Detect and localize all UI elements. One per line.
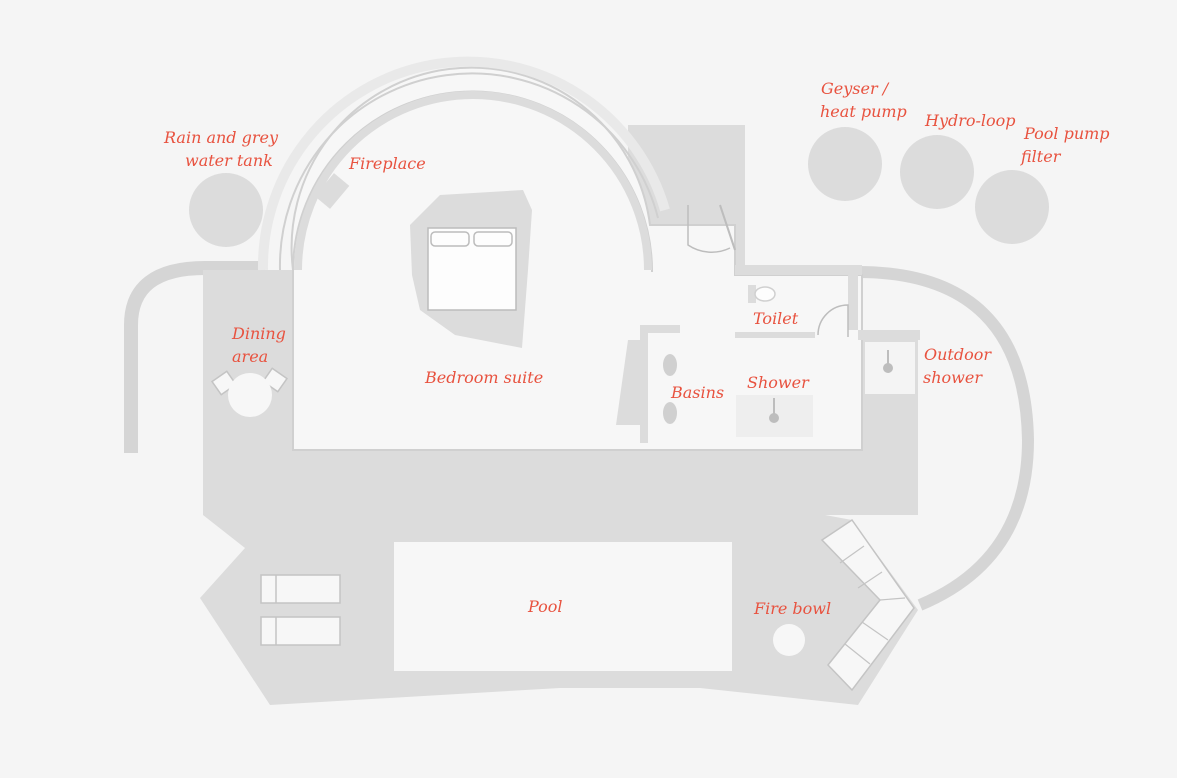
dining-table — [228, 373, 272, 417]
lounger-1 — [260, 574, 341, 604]
sofa-seam-2 — [857, 571, 883, 589]
label-geyser-line1: Geyser / — [821, 79, 890, 98]
curved-garden-wall-right — [857, 266, 1035, 611]
toilet-door — [817, 304, 849, 337]
rain-grey-water-tank — [189, 173, 263, 247]
bathroom-wall-top — [735, 265, 862, 275]
curved-garden-wall-left — [124, 261, 265, 453]
toilet-seat — [754, 286, 776, 302]
pillow-left — [430, 231, 470, 247]
deck — [203, 270, 918, 515]
label-fire-bowl: Fire bowl — [753, 599, 831, 618]
bedroom-room — [290, 66, 863, 451]
sofa-seam-5 — [844, 643, 871, 665]
label-outdoor-shower-line2: shower — [923, 368, 983, 387]
vanity-wall-top — [640, 325, 680, 333]
label-hydro-loop: Hydro-loop — [924, 111, 1016, 130]
label-geyser-line2: heat pump — [820, 102, 907, 121]
fire-bowl — [773, 624, 805, 656]
entrance-door-leaf — [719, 204, 736, 251]
sofa-seam-3 — [879, 597, 906, 601]
label-pool-pump-line2: filter — [1020, 147, 1062, 166]
label-pool: Pool — [527, 597, 563, 616]
fireplace — [314, 173, 350, 209]
hydro-loop — [900, 135, 974, 209]
toilet-bowl — [748, 285, 756, 303]
label-bedroom-suite: Bedroom suite — [424, 368, 543, 387]
shower-head — [769, 413, 779, 423]
dining-chair-right — [261, 367, 289, 393]
basin-2 — [663, 402, 677, 424]
pool — [394, 542, 732, 671]
sofa-seam-1 — [839, 545, 865, 564]
label-pool-pump-line1: Pool pump — [1023, 124, 1110, 143]
dome-wall — [278, 72, 659, 271]
label-rain-tank-line2: water tank — [185, 151, 273, 170]
vanity-wall — [640, 325, 648, 443]
label-basins: Basins — [670, 383, 724, 402]
sofa-seam-4 — [861, 621, 889, 641]
geyser-heat-pump — [808, 127, 882, 201]
outdoor-shower-head — [883, 363, 893, 373]
pillow-right — [473, 231, 513, 247]
lounger-2 — [260, 616, 341, 646]
label-outdoor-shower-line1: Outdoor — [924, 345, 992, 364]
label-rain-tank-line1: Rain and grey — [163, 128, 279, 147]
dome-wall-outer — [257, 56, 670, 271]
label-dining-line2: area — [232, 347, 268, 366]
dome-thick-wall — [294, 91, 652, 271]
basin-1 — [663, 354, 677, 376]
dining-chair-left — [210, 370, 238, 396]
outdoor-shower-wall — [858, 330, 920, 340]
label-toilet: Toilet — [753, 309, 799, 328]
mirror-panel — [616, 340, 640, 425]
toilet-wall — [735, 332, 815, 338]
label-fireplace: Fireplace — [348, 154, 426, 173]
entrance-door — [687, 205, 731, 253]
label-dining-line1: Dining — [231, 324, 286, 343]
toilet-partition — [848, 275, 858, 330]
pool-pump-filter — [975, 170, 1049, 244]
label-shower: Shower — [747, 373, 810, 392]
